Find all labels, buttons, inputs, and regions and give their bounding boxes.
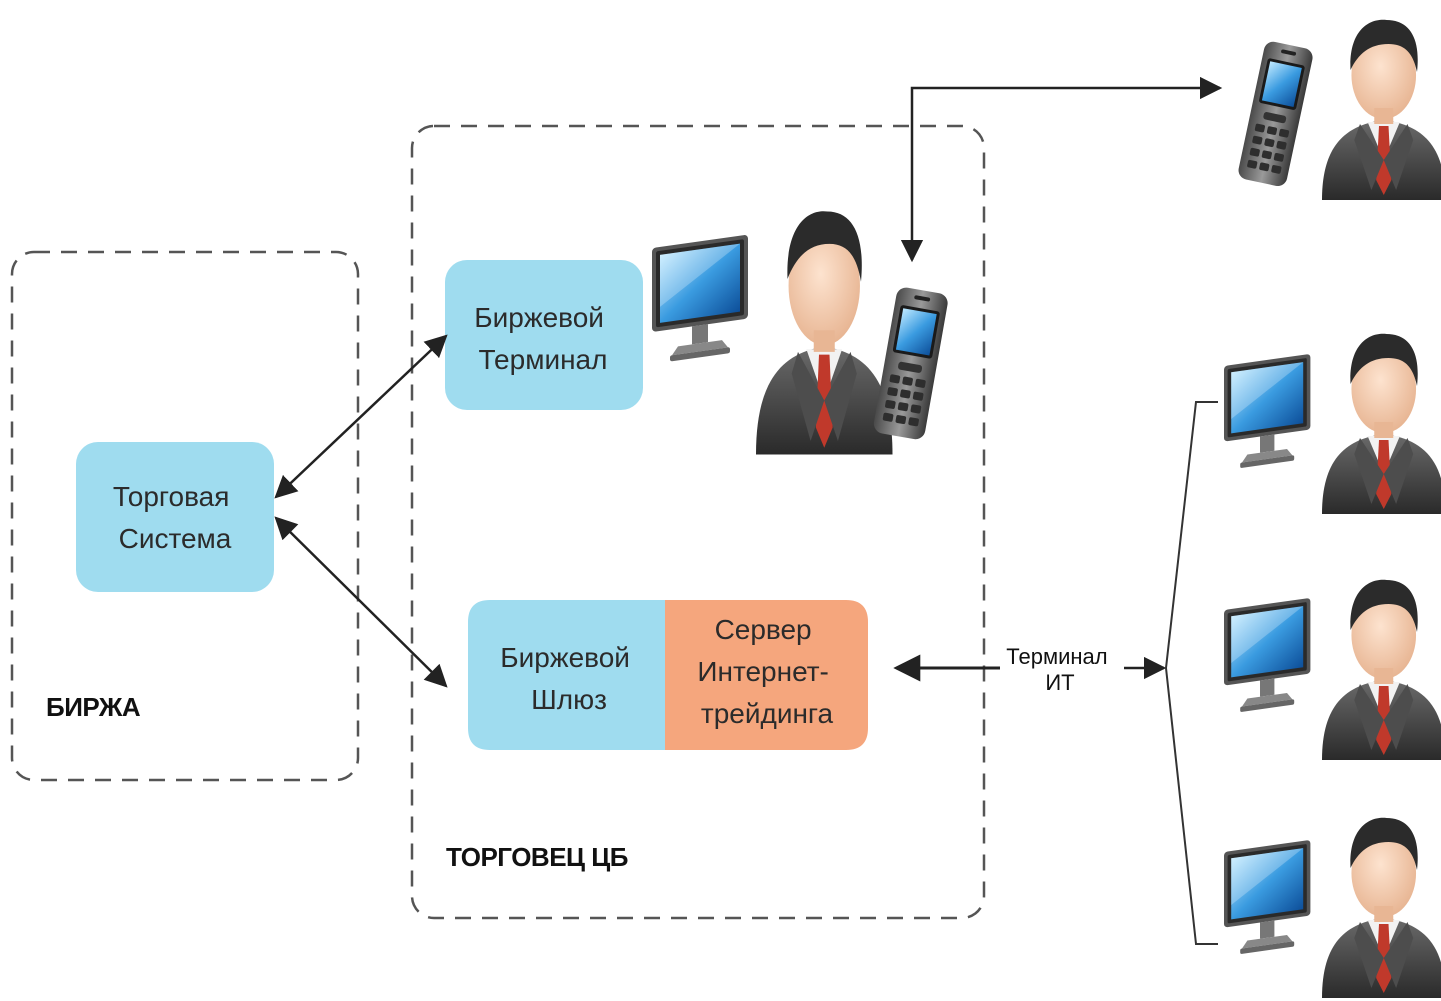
remote-pc2-monitor-icon — [1224, 597, 1311, 715]
exchange-terminal-box — [445, 260, 643, 410]
internet-trading-server-label: Сервер Интернет- трейдинга — [697, 614, 836, 729]
trader-group-label: ТОРГОВЕЦ ЦБ — [446, 842, 628, 872]
exchange-gateway-label: Биржевой Шлюз — [500, 642, 637, 715]
exchange-gateway-box — [468, 600, 665, 750]
arrow-system-terminal — [274, 334, 448, 499]
internet-trading-server-box — [665, 600, 868, 750]
remote-phone-person-icon — [1322, 19, 1441, 201]
remote-pc3-monitor-icon — [1224, 839, 1311, 957]
operator-monitor-icon — [652, 234, 748, 364]
remote-pc1-monitor-icon — [1224, 353, 1311, 471]
exchange-terminal-label: Биржевой Терминал — [474, 302, 611, 375]
client-bracket — [1164, 401, 1218, 945]
trading-system-box — [76, 442, 274, 592]
exchange-group-border — [10, 250, 360, 782]
operator-person-icon — [756, 211, 893, 455]
arrow-system-gateway — [274, 516, 448, 688]
remote-pc2-person-icon — [1322, 579, 1441, 760]
operator-phone-icon — [872, 286, 950, 441]
exchange-group-label: БИРЖА — [46, 692, 141, 722]
terminal-it-label: Терминал ИТ — [1006, 644, 1113, 695]
remote-pc1-person-icon — [1322, 333, 1441, 514]
trading-system-label: Торговая Система — [113, 481, 237, 554]
remote-pc3-person-icon — [1322, 817, 1441, 998]
remote-phone-icon — [1236, 40, 1315, 188]
arrow-phone-remote — [900, 76, 1223, 263]
